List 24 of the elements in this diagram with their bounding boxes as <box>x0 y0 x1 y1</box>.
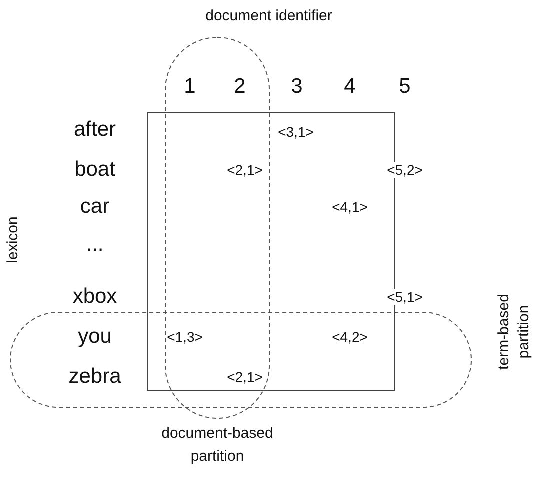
posting-entry: <3,1> <box>278 124 314 140</box>
lexicon-term: xbox <box>72 285 118 309</box>
column-number: 3 <box>291 75 303 99</box>
posting-entry: <4,2> <box>332 329 368 345</box>
lexicon-term: you <box>78 325 112 349</box>
posting-entry: <2,1> <box>227 162 263 178</box>
column-number: 5 <box>399 75 411 99</box>
posting-entry: <4,1> <box>332 199 368 215</box>
lexicon-term: car <box>80 195 110 219</box>
posting-entry: <5,1> <box>387 289 423 305</box>
lexicon-term: zebra <box>68 365 122 389</box>
lexicon-term: boat <box>74 158 116 182</box>
axis-title: document identifier <box>206 8 332 24</box>
lexicon-term: after <box>74 118 116 142</box>
posting-entry: <2,1> <box>227 369 263 385</box>
axis-title: lexicon <box>4 216 22 264</box>
column-number: 4 <box>344 75 356 99</box>
partition-label: term-based partition <box>494 293 533 372</box>
lexicon-term: ... <box>86 233 104 257</box>
column-number: 1 <box>184 75 196 99</box>
column-number: 2 <box>234 75 246 99</box>
posting-entry: <5,2> <box>387 162 423 178</box>
partition-label: document-based partition <box>160 424 274 466</box>
posting-entry: <1,3> <box>167 329 203 345</box>
